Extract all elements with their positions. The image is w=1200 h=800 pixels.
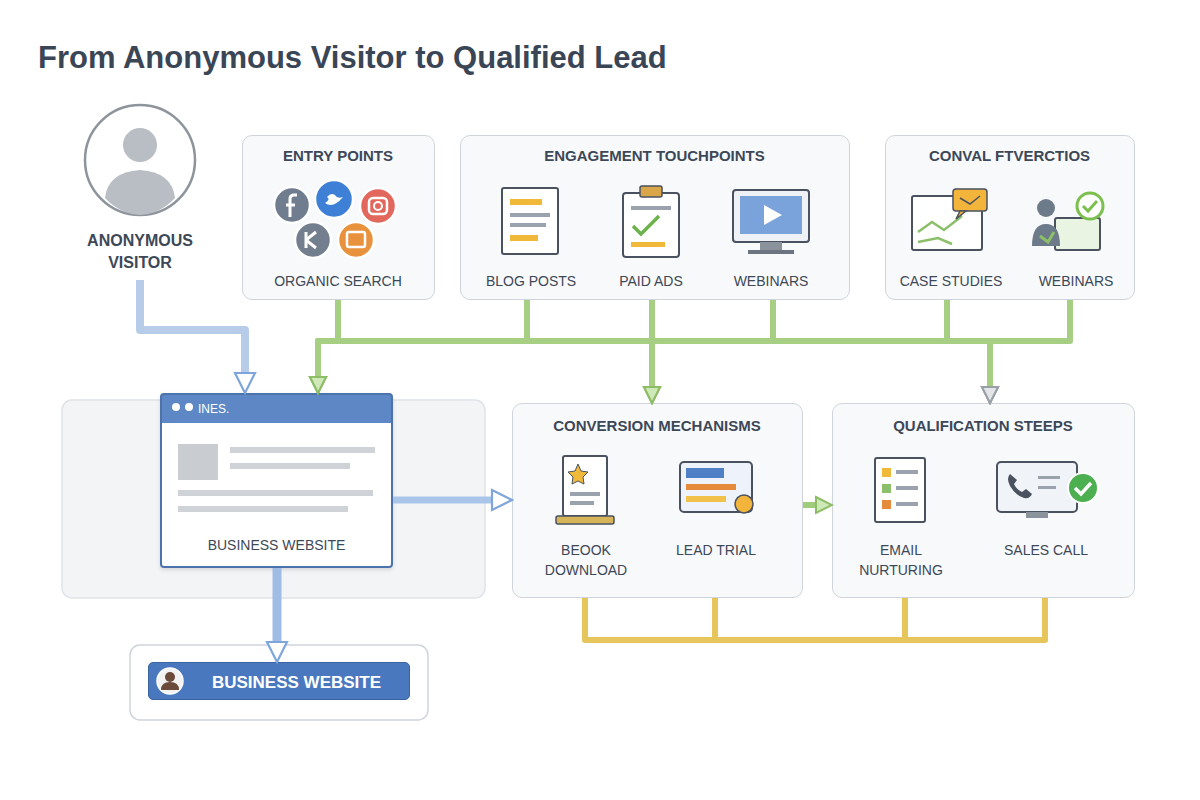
connector [990,300,1070,391]
circle-outline [85,105,195,215]
connector [773,300,990,391]
item-label: WEBINARS [1016,271,1136,291]
item-label: WEBINARS [716,271,826,291]
connector [273,568,282,650]
group-box: QUALIFICATION STEEPS EMAIL NURTURING SALES… [832,403,1135,598]
group-box: ENTRY POINTS ORGANIC SEARCH [242,135,435,300]
item-label: ORGANIC SEARCH [243,271,433,291]
item-label: LEAD TRIAL [656,540,776,560]
node-label: ANONYMOUS VISITOR [70,230,210,274]
url-text: INES. [198,401,318,418]
connector [393,497,500,504]
browser-window: INES. BUSINESS WEBSITE [160,393,393,568]
button-label: BUSINESS WEBSITE [189,671,404,695]
person-body [105,170,175,215]
group-box: CONVAL FTVERCTIOS CASE STUDIESWEBINARS [885,135,1135,300]
website-button: BUSINESS WEBSITE [148,662,410,700]
group-heading: CONVAL FTVERCTIOS [886,145,1133,166]
group-box: ENGAGEMENT TOUCHPOINTS BLOG POSTS PAID ADS… [460,135,850,300]
connector [318,300,947,381]
bracket-stub [715,598,905,640]
person-head [123,128,157,162]
item-label: CASE STUDIES [891,271,1011,291]
item-label: EMAIL NURTURING [841,540,961,580]
group-box: CONVERSION MECHANISMS BEOOK DOWNLOAD LEAD … [512,403,803,598]
visitor-node: ANONYMOUS VISITOR [70,100,210,280]
item-label: SALES CALL [986,540,1106,560]
connector [140,280,245,381]
item-label: PAID ADS [596,271,706,291]
page-label: BUSINESS WEBSITE [162,535,391,555]
group-heading: ENGAGEMENT TOUCHPOINTS [461,145,848,166]
visitor-circle [70,100,210,280]
connector [318,300,338,381]
group-heading: QUALIFICATION STEEPS [833,415,1133,436]
connector [649,300,655,391]
group-heading: CONVERSION MECHANISMS [513,415,801,436]
connector [652,300,947,391]
connector [338,300,652,391]
item-label: BEOOK DOWNLOAD [526,540,646,580]
connector [338,300,990,391]
item-label: BLOG POSTS [476,271,586,291]
group-heading: ENTRY POINTS [243,145,433,166]
connector [803,502,820,508]
connector [585,598,1045,640]
connector [318,300,527,381]
diagram-title: From Anonymous Visitor to Qualified Lead [38,40,667,76]
button-panel [130,645,428,720]
